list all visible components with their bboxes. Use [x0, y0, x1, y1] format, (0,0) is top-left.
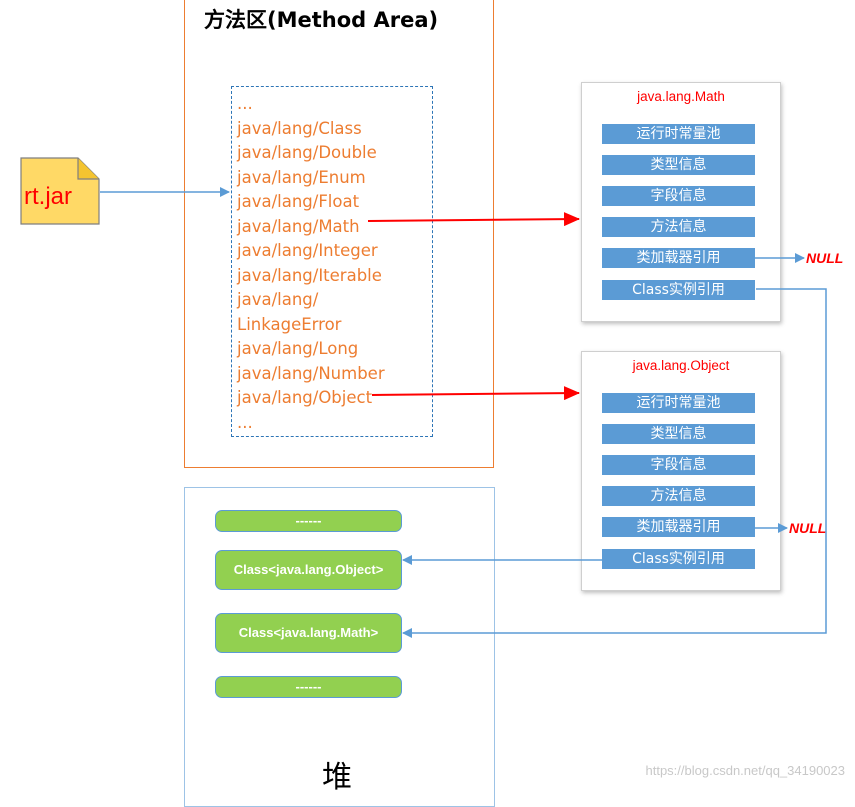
class-instance-ref-item: Class实例引用 [602, 549, 755, 569]
class-list-item: java/lang/Integer [237, 241, 378, 260]
class-list-item: java/lang/Enum [237, 167, 366, 187]
field-info-item: 字段信息 [602, 455, 755, 475]
class-list-item: ... [237, 94, 253, 113]
class-list-item: java/lang/Class [237, 118, 362, 138]
method-info-item: 方法信息 [602, 486, 755, 506]
class-list-item: ... [237, 412, 253, 432]
type-info-item: 类型信息 [602, 424, 755, 444]
rt-jar-label: rt.jar [24, 183, 72, 210]
method-area-box [184, 0, 494, 468]
type-info-item: 类型信息 [602, 155, 755, 175]
math-null-label: NULL [806, 250, 844, 266]
object-link-arrow [371, 386, 580, 401]
class-list-item: java/lang/Math [237, 216, 360, 236]
object-class-title: java.lang.Object [632, 358, 730, 373]
heap-class-math: Class<java.lang.Math> [215, 613, 402, 653]
method-area-title: 方法区(Method Area) [204, 8, 439, 32]
field-info-item: 字段信息 [602, 186, 755, 206]
class-list-item: java/lang/Number [237, 363, 385, 383]
connector-arrows [100, 187, 827, 638]
runtime-constant-pool-item: 运行时常量池 [602, 124, 755, 144]
math-instance-arrow [402, 288, 827, 638]
class-instance-ref-item: Class实例引用 [602, 280, 755, 300]
classloader-ref-item: 类加载器引用 [602, 517, 755, 537]
method-info-item: 方法信息 [602, 217, 755, 237]
math-class-title: java.lang.Math [637, 89, 725, 104]
class-list: ... java/lang/Class java/lang/Double jav… [237, 92, 385, 435]
class-list-item: java/lang/Object [237, 388, 373, 407]
class-list-item: java/lang/Long [237, 339, 359, 358]
object-class-box: java.lang.Object 运行时常量池 类型信息 字段信息 方法信息 类… [581, 351, 781, 591]
math-class-box: java.lang.Math 运行时常量池 类型信息 字段信息 方法信息 类加载… [581, 82, 781, 322]
watermark: https://blog.csdn.net/qq_34190023 [645, 763, 846, 778]
class-list-item: java/lang/Double [237, 143, 377, 162]
heap-ellipsis-bottom: ------ [215, 676, 402, 698]
runtime-constant-pool-item: 运行时常量池 [602, 393, 755, 413]
classloader-ref-item: 类加载器引用 [602, 248, 755, 268]
class-list-item: LinkageError [237, 314, 342, 334]
object-null-label: NULL [789, 520, 827, 536]
class-list-item: java/lang/ [237, 290, 319, 309]
class-list-box [231, 86, 433, 437]
class-list-item: java/lang/Iterable [237, 265, 382, 285]
file-icon [20, 157, 100, 225]
math-link-arrow [367, 212, 580, 227]
heap-class-object: Class<java.lang.Object> [215, 550, 402, 590]
heap-ellipsis-top: ------ [215, 510, 402, 532]
class-list-item: java/lang/Float [237, 192, 360, 211]
